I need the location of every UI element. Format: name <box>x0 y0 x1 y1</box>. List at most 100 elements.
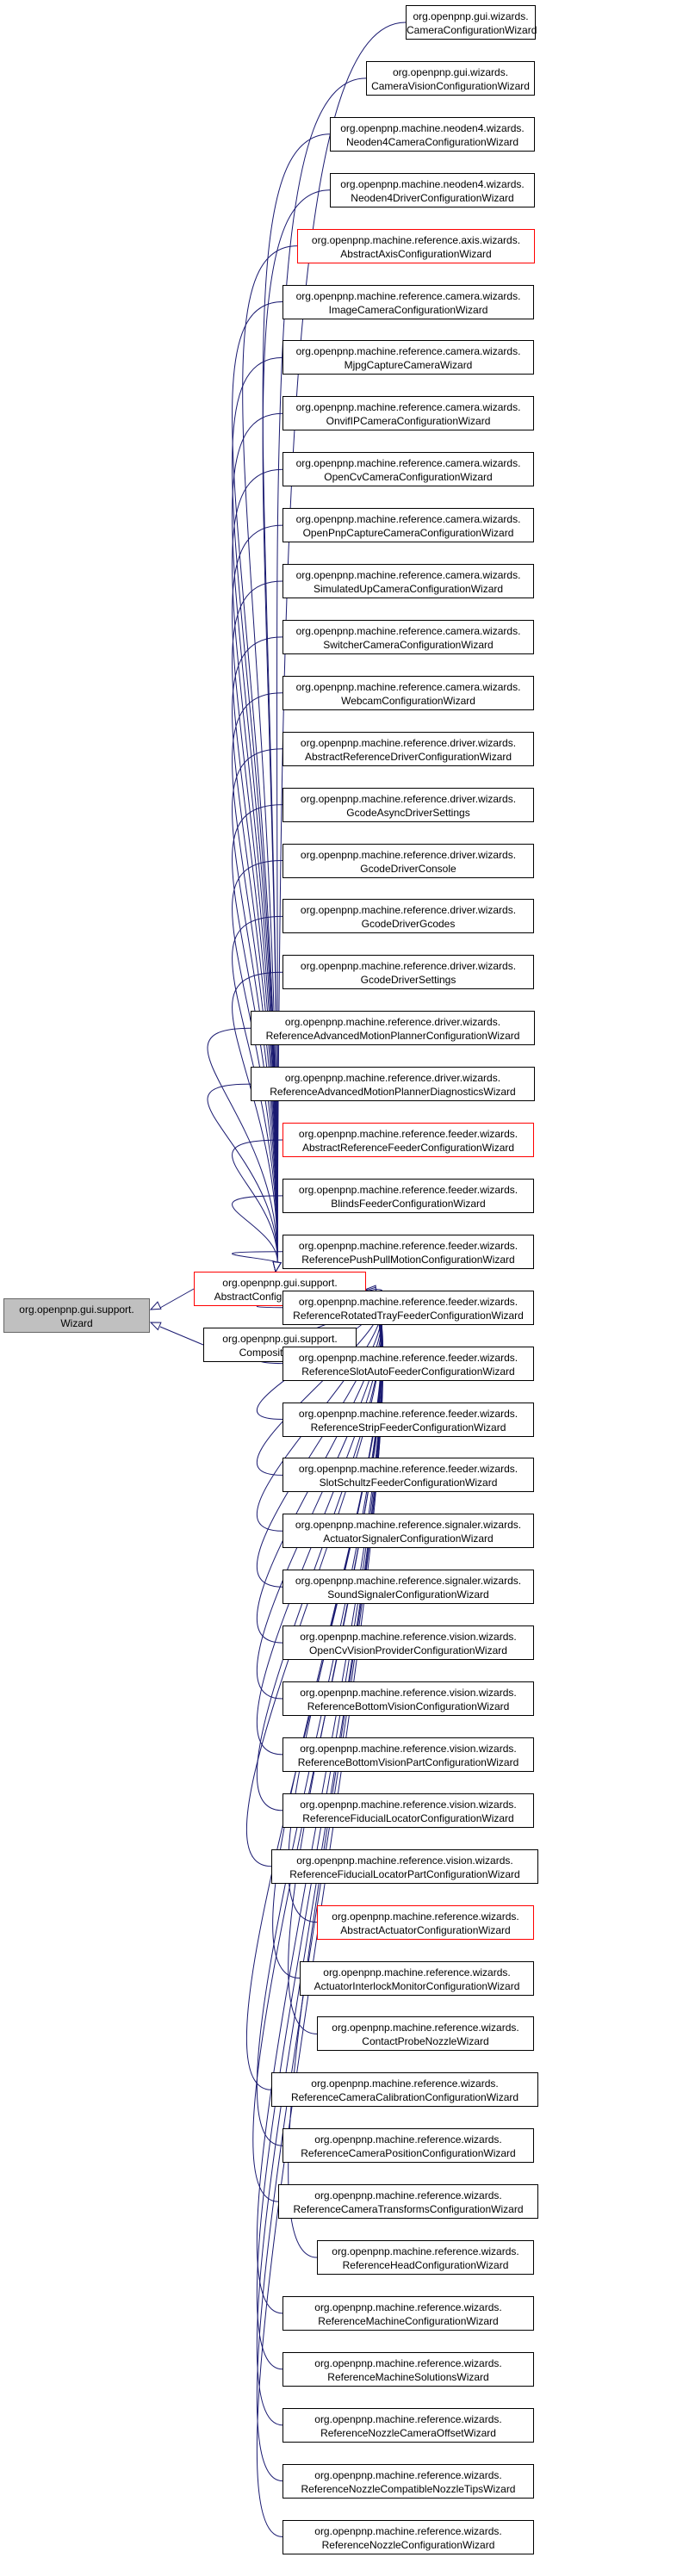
node-reference-push-pull-motion-configuration-wizard[interactable]: org.openpnp.machine.reference.feeder.wiz… <box>283 1235 534 1269</box>
node-line-package: org.openpnp.machine.reference.wizards. <box>332 2022 519 2034</box>
node-mjpg-capture-camera-wizard[interactable]: org.openpnp.machine.reference.camera.wiz… <box>283 340 534 375</box>
inheritance-edge <box>256 1297 382 1756</box>
node-actuator-interlock-monitor-configuration-wizard[interactable]: org.openpnp.machine.reference.wizards.Ac… <box>300 1961 534 1996</box>
node-reference-advanced-motion-planner-configuration-wizard[interactable]: org.openpnp.machine.reference.driver.wiz… <box>251 1011 535 1045</box>
node-composite-wizard[interactable]: org.openpnp.gui.support. CompositeWizard <box>203 1328 357 1362</box>
node-line-class: ReferenceNozzleCompatibleNozzleTipsWizar… <box>301 2483 516 2495</box>
node-reference-advanced-motion-planner-diagnostics-wizard[interactable]: org.openpnp.machine.reference.driver.wiz… <box>251 1067 535 1101</box>
node-line-class: AbstractAxisConfigurationWizard <box>340 248 492 260</box>
node-reference-camera-calibration-configuration-wizard[interactable]: org.openpnp.machine.reference.wizards.Re… <box>271 2072 538 2107</box>
node-reference-machine-solutions-wizard[interactable]: org.openpnp.machine.reference.wizards.Re… <box>283 2352 534 2387</box>
node-reference-machine-configuration-wizard[interactable]: org.openpnp.machine.reference.wizards.Re… <box>283 2296 534 2331</box>
node-gcode-driver-gcodes[interactable]: org.openpnp.machine.reference.driver.wiz… <box>283 899 534 933</box>
node-reference-camera-transforms-configuration-wizard[interactable]: org.openpnp.machine.reference.wizards.Re… <box>278 2184 538 2219</box>
node-reference-bottom-vision-configuration-wizard[interactable]: org.openpnp.machine.reference.vision.wiz… <box>283 1681 534 1716</box>
node-open-cv-camera-configuration-wizard[interactable]: org.openpnp.machine.reference.camera.wiz… <box>283 452 534 486</box>
inheritance-edge <box>232 971 283 1264</box>
node-line-package: org.openpnp.gui.support. <box>222 1277 338 1289</box>
node-line-package: org.openpnp.machine.reference.driver.wiz… <box>284 1016 501 1028</box>
node-slot-schultz-feeder-configuration-wizard[interactable]: org.openpnp.machine.reference.feeder.wiz… <box>283 1458 534 1492</box>
node-line-class: WebcamConfigurationWizard <box>341 695 475 707</box>
node-blinds-feeder-configuration-wizard[interactable]: org.openpnp.machine.reference.feeder.wiz… <box>283 1179 534 1213</box>
inheritance-edge <box>232 748 283 1264</box>
node-reference-bottom-vision-part-configuration-wizard[interactable]: org.openpnp.machine.reference.vision.wiz… <box>283 1737 534 1772</box>
node-line-package: org.openpnp.machine.reference.feeder.wiz… <box>298 1352 518 1364</box>
node-line-class: GcodeDriverGcodes <box>361 918 456 930</box>
node-onvif-ipcamera-configuration-wizard[interactable]: org.openpnp.machine.reference.camera.wiz… <box>283 396 534 430</box>
node-line-package: org.openpnp.machine.reference.camera.wiz… <box>295 681 521 693</box>
node-reference-head-configuration-wizard[interactable]: org.openpnp.machine.reference.wizards.Re… <box>317 2240 534 2275</box>
inheritance-arrowhead <box>272 1260 282 1273</box>
node-line-package: org.openpnp.machine.neoden4.wizards. <box>340 178 525 190</box>
node-gcode-driver-settings[interactable]: org.openpnp.machine.reference.driver.wiz… <box>283 955 534 989</box>
node-contact-probe-nozzle-wizard[interactable]: org.openpnp.machine.reference.wizards.Co… <box>317 2016 534 2051</box>
node-line-class: ContactProbeNozzleWizard <box>362 2035 489 2047</box>
node-line-class: SlotSchultzFeederConfigurationWizard <box>319 1477 498 1489</box>
inheritance-edge <box>242 245 298 1264</box>
inheritance-arrowhead <box>149 1322 162 1331</box>
node-line-package: org.openpnp.machine.reference.driver.wiz… <box>300 904 517 916</box>
node-webcam-configuration-wizard[interactable]: org.openpnp.machine.reference.camera.wiz… <box>283 676 534 710</box>
node-line-package: org.openpnp.machine.reference.wizards. <box>314 2525 502 2537</box>
node-line-class: ReferenceCameraPositionConfigurationWiza… <box>301 2147 516 2159</box>
node-line-package: org.openpnp.machine.reference.feeder.wiz… <box>298 1128 518 1140</box>
node-actuator-signaler-configuration-wizard[interactable]: org.openpnp.machine.reference.signaler.w… <box>283 1514 534 1548</box>
node-abstract-reference-driver-configuration-wizard[interactable]: org.openpnp.machine.reference.driver.wiz… <box>283 732 534 766</box>
node-line-class: SimulatedUpCameraConfigurationWizard <box>313 583 504 595</box>
node-line-package: org.openpnp.machine.reference.driver.wiz… <box>300 737 517 749</box>
node-reference-strip-feeder-configuration-wizard[interactable]: org.openpnp.machine.reference.feeder.wiz… <box>283 1403 534 1437</box>
node-line-class: ReferenceFiducialLocatorPartConfiguratio… <box>289 1868 520 1880</box>
node-switcher-camera-configuration-wizard[interactable]: org.openpnp.machine.reference.camera.wiz… <box>283 620 534 654</box>
node-reference-camera-position-configuration-wizard[interactable]: org.openpnp.machine.reference.wizards.Re… <box>283 2128 534 2163</box>
node-gcode-async-driver-settings[interactable]: org.openpnp.machine.reference.driver.wiz… <box>283 788 534 822</box>
node-reference-rotated-tray-feeder-configuration-wizard[interactable]: org.openpnp.machine.reference.feeder.wiz… <box>283 1291 534 1325</box>
node-line-class: GcodeDriverConsole <box>360 863 456 875</box>
inheritance-edge <box>276 77 367 1264</box>
node-camera-vision-configuration-wizard[interactable]: org.openpnp.gui.wizards.CameraVisionConf… <box>366 61 535 96</box>
node-line-class: AbstractReferenceDriverConfigurationWiza… <box>304 751 512 763</box>
inheritance-edge <box>207 1083 278 1264</box>
node-reference-nozzle-configuration-wizard[interactable]: org.openpnp.machine.reference.wizards. Re… <box>283 2520 534 2554</box>
node-line-class: ActuatorSignalerConfigurationWizard <box>323 1533 494 1545</box>
node-line-class: ActuatorInterlockMonitorConfigurationWiz… <box>314 1980 520 1992</box>
node-line-package: org.openpnp.machine.reference.driver.wiz… <box>300 849 517 861</box>
node-gcode-driver-console[interactable]: org.openpnp.machine.reference.driver.wiz… <box>283 844 534 878</box>
node-abstract-reference-feeder-configuration-wizard[interactable]: org.openpnp.machine.reference.feeder.wiz… <box>283 1123 534 1157</box>
node-abstract-actuator-configuration-wizard[interactable]: org.openpnp.machine.reference.wizards.Ab… <box>317 1905 534 1940</box>
node-line-class: CameraVisionConfigurationWizard <box>371 80 530 92</box>
node-line-class: ReferenceCameraTransformsConfigurationWi… <box>293 2203 524 2215</box>
node-reference-fiducial-locator-part-configuration-wizard[interactable]: org.openpnp.machine.reference.vision.wiz… <box>271 1849 538 1884</box>
node-line-package: org.openpnp.machine.reference.feeder.wiz… <box>298 1463 518 1475</box>
node-neoden4-driver-configuration-wizard[interactable]: org.openpnp.machine.neoden4.wizards.Neod… <box>330 173 535 207</box>
node-reference-nozzle-camera-offset-wizard[interactable]: org.openpnp.machine.reference.wizards.Re… <box>283 2408 534 2443</box>
node-line-class: ReferenceBottomVisionConfigurationWizard <box>307 1700 510 1712</box>
node-line-package: org.openpnp.machine.neoden4.wizards. <box>340 122 525 134</box>
node-reference-fiducial-locator-configuration-wizard[interactable]: org.openpnp.machine.reference.vision.wiz… <box>283 1793 534 1828</box>
inheritance-edge <box>232 692 283 1264</box>
node-line-package: org.openpnp.machine.reference.camera.wiz… <box>295 290 521 302</box>
node-neoden4-camera-configuration-wizard[interactable]: org.openpnp.machine.neoden4.wizards. Neod… <box>330 117 535 152</box>
node-line-class: ReferenceStripFeederConfigurationWizard <box>310 1421 506 1434</box>
inheritance-edge <box>288 1300 384 2258</box>
node-abstract-axis-configuration-wizard[interactable]: org.openpnp.machine.reference.axis.wizar… <box>297 229 535 263</box>
node-line-class: Neoden4CameraConfigurationWizard <box>345 136 519 148</box>
node-reference-nozzle-compatible-nozzle-tips-wizard[interactable]: org.openpnp.machine.reference.wizards.Re… <box>283 2464 534 2499</box>
node-reference-slot-auto-feeder-configuration-wizard[interactable]: org.openpnp.machine.reference.feeder.wiz… <box>283 1347 534 1381</box>
node-line-class: CameraConfigurationWizard <box>407 24 537 36</box>
node-wizard: org.openpnp.gui.support. Wizard <box>3 1298 150 1333</box>
node-camera-configuration-wizard[interactable]: org.openpnp.gui.wizards.CameraConfigurat… <box>406 5 537 40</box>
node-line-class: GcodeDriverSettings <box>360 974 456 986</box>
node-line-package: org.openpnp.machine.reference.vision.wiz… <box>300 1687 517 1699</box>
node-line-class: ReferencePushPullMotionConfigurationWiza… <box>301 1254 515 1266</box>
inheritance-edge <box>262 189 331 1264</box>
node-line-class: ReferenceNozzleConfigurationWizard <box>321 2539 495 2551</box>
node-image-camera-configuration-wizard[interactable]: org.openpnp.machine.reference.camera.wiz… <box>283 285 534 319</box>
inheritance-edge <box>207 1027 278 1264</box>
node-line-class: AbstractReferenceFeederConfigurationWiza… <box>301 1142 515 1154</box>
node-open-pnp-capture-camera-configuration-wizard[interactable]: org.openpnp.machine.reference.camera.wiz… <box>283 508 534 542</box>
node-open-cv-vision-provider-configuration-wizard[interactable]: org.openpnp.machine.reference.vision.wiz… <box>283 1625 534 1660</box>
node-simulated-up-camera-configuration-wizard[interactable]: org.openpnp.machine.reference.camera.wiz… <box>283 564 534 598</box>
node-sound-signaler-configuration-wizard[interactable]: org.openpnp.machine.reference.signaler.w… <box>283 1570 534 1604</box>
node-line-class: ReferenceNozzleCameraOffsetWizard <box>320 2427 496 2439</box>
